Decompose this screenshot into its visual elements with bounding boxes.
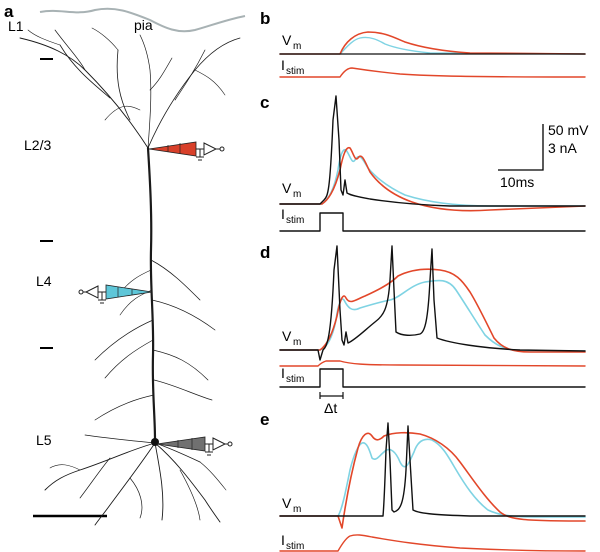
- panel-a: a pia L1 L2/3 L4 L5: [4, 2, 246, 526]
- amplifier-triangle-icon: [78, 285, 99, 299]
- pipette-mid[interactable]: [78, 284, 153, 304]
- ground-symbol-icon: [98, 292, 106, 304]
- ground-symbol-icon: [205, 444, 213, 456]
- svg-text:m: m: [293, 41, 301, 52]
- ground-symbol-icon: [196, 149, 204, 161]
- vm-label: V m: [282, 32, 301, 52]
- pyramidal-neuron: [19, 27, 241, 526]
- svg-text:I: I: [281, 365, 285, 381]
- scale-bar: 50 mV 3 nA 10ms: [498, 122, 589, 190]
- pipette-electrode-icon: [156, 436, 213, 452]
- svg-text:stim: stim: [286, 66, 304, 77]
- istim-label: I stim: [281, 206, 304, 226]
- pia-label: pia: [134, 17, 153, 33]
- layer-label-l1: L1: [8, 18, 24, 34]
- panel-letter-e: e: [260, 410, 269, 429]
- svg-text:V: V: [282, 32, 292, 48]
- trace-d-vm-red: [279, 268, 586, 353]
- soma: [151, 438, 159, 446]
- layer-label-l5: L5: [36, 432, 52, 448]
- pipette-electrode-icon: [148, 141, 204, 157]
- apical-trunk: [146, 146, 157, 442]
- vm-label: V m: [282, 495, 301, 515]
- svg-text:V: V: [282, 180, 292, 196]
- basal-dendrites: [44, 434, 227, 526]
- oblique-dendrites: [94, 259, 216, 421]
- layer-label-l4: L4: [36, 273, 52, 289]
- trace-b-vm-cyan: [279, 36, 586, 55]
- scale-bar-time: 10ms: [500, 174, 534, 190]
- layer-label-l23: L2/3: [24, 137, 51, 153]
- istim-label: I stim: [281, 57, 304, 77]
- svg-text:m: m: [293, 189, 301, 200]
- pipette-soma[interactable]: [156, 436, 233, 456]
- amplifier-triangle-icon: [203, 142, 225, 156]
- vm-label: V m: [282, 180, 301, 200]
- delta-t-marker: Δt: [319, 392, 344, 416]
- apical-tuft: [19, 27, 241, 149]
- amplifier-triangle-icon: [212, 437, 233, 451]
- pipette-apical[interactable]: [148, 141, 225, 161]
- svg-text:I: I: [281, 206, 285, 222]
- trace-b-istim: [279, 67, 586, 78]
- panel-e: e V m I stim: [260, 410, 586, 552]
- trace-d-vm-black: [279, 245, 586, 361]
- panel-letter-a: a: [4, 2, 14, 21]
- panel-letter-b: b: [260, 9, 270, 28]
- trace-e-vm-cyan: [279, 438, 586, 518]
- trace-e-istim: [279, 534, 586, 552]
- pia-line: [39, 7, 246, 33]
- panel-letter-c: c: [260, 93, 269, 112]
- svg-text:m: m: [293, 504, 301, 515]
- trace-e-vm-black: [279, 422, 586, 517]
- trace-d-istim-red: [279, 360, 586, 367]
- svg-text:V: V: [282, 328, 292, 344]
- panel-letter-d: d: [260, 243, 270, 262]
- svg-text:stim: stim: [286, 215, 304, 226]
- scale-bar-voltage: 50 mV: [548, 122, 589, 138]
- trace-d-istim-black: [279, 368, 586, 388]
- svg-text:I: I: [281, 57, 285, 73]
- istim-label: I stim: [281, 532, 304, 552]
- istim-label: I stim: [281, 365, 304, 385]
- trace-c-vm-cyan: [279, 148, 586, 207]
- svg-text:m: m: [293, 337, 301, 348]
- svg-text:V: V: [282, 495, 292, 511]
- trace-e-vm-red: [279, 431, 586, 529]
- svg-text:I: I: [281, 532, 285, 548]
- trace-c-vm-black: [279, 95, 586, 207]
- vm-label: V m: [282, 328, 301, 348]
- svg-text:stim: stim: [286, 374, 304, 385]
- trace-c-istim: [279, 212, 586, 232]
- scale-bar-current: 3 nA: [548, 140, 577, 156]
- trace-d-vm-cyan: [279, 279, 586, 352]
- delta-t-label: Δt: [324, 400, 337, 416]
- svg-text:stim: stim: [286, 541, 304, 552]
- panel-b: b V m I stim: [260, 9, 586, 78]
- trace-b-vm-red: [279, 31, 586, 55]
- panel-d: d V m I stim Δt: [260, 243, 586, 416]
- panel-c: c 50 mV 3 nA 10ms V m I stim: [260, 93, 589, 232]
